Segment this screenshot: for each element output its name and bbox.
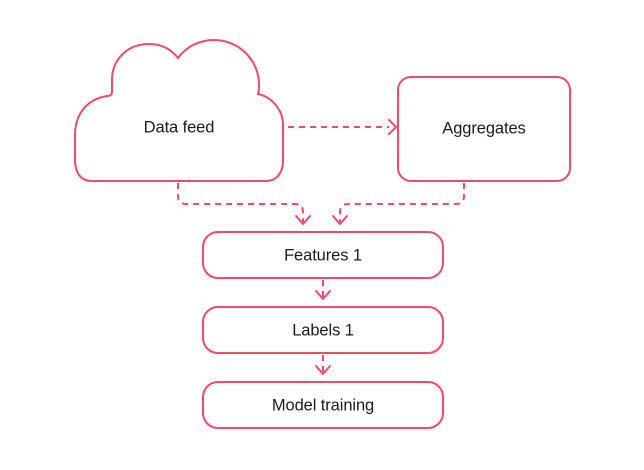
node-features-1[interactable]: Features 1 [202,231,444,279]
edge-aggregates-features-arrowhead [332,215,348,225]
edge-aggregates-features-line [339,183,465,222]
node-model-training-label: Model training [272,396,374,414]
edge-labels-model [315,355,331,375]
node-aggregates[interactable]: Aggregates [397,76,571,182]
edge-labels-model-arrowhead [315,365,331,375]
node-model-training[interactable]: Model training [202,381,444,429]
labels-1-box [202,306,444,354]
aggregates-box [397,76,571,182]
edge-features-labels [315,280,331,300]
node-features-1-label: Features 1 [284,246,362,264]
edge-datafeed-aggregates-arrowhead [388,119,397,135]
edge-datafeed-aggregates [288,119,397,135]
model-training-box [202,381,444,429]
edge-datafeed-features-line [177,183,304,222]
edge-datafeed-features [177,183,311,225]
node-labels-1[interactable]: Labels 1 [202,306,444,354]
features-1-box [202,231,444,279]
cloud-shape [74,38,284,182]
node-data-feed-label: Data feed [144,118,215,136]
node-labels-1-label: Labels 1 [292,321,354,339]
node-aggregates-label: Aggregates [442,119,525,137]
node-data-feed[interactable]: Data feed [74,38,284,182]
edge-features-labels-arrowhead [315,290,331,300]
edge-datafeed-features-arrowhead [295,215,311,225]
edge-aggregates-features [332,183,465,225]
